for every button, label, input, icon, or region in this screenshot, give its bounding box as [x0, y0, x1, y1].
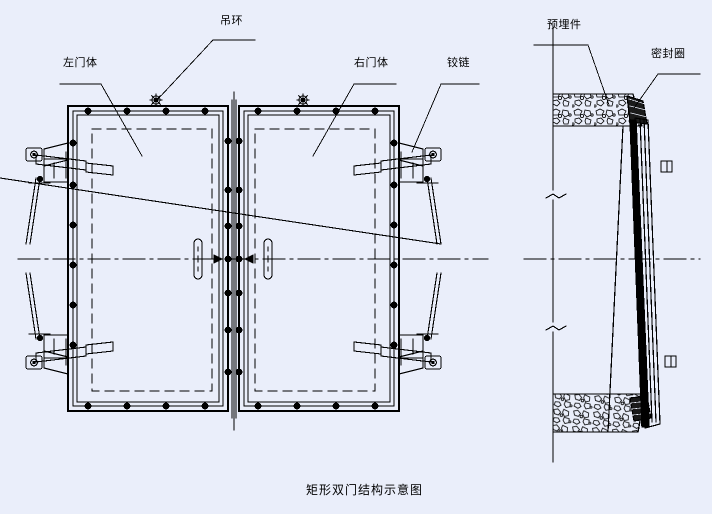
right-leaf-inner-frame [243, 110, 395, 407]
hinge-assembly-bottom-left [25, 272, 114, 375]
hinge-assembly-top-left [25, 142, 114, 245]
section-door-frame-lip [629, 119, 650, 428]
label-lifting-ring: 吊环 [220, 14, 243, 27]
sealing-ring-upper [626, 95, 648, 125]
leader-embedded-part [533, 44, 610, 106]
leader-lifting-ring [157, 39, 256, 100]
hinge-assembly-bottom-right [353, 272, 442, 375]
drawing-title: 矩形双门结构示意图 [306, 483, 424, 497]
section-door-panel [607, 117, 661, 433]
section-break-mark-lower [545, 325, 567, 331]
bolt-column-right-edge [390, 139, 398, 349]
bolt-row-top-right [254, 107, 379, 115]
bolt-column-centre-stile [224, 137, 243, 376]
left-leaf-panel-dashed [91, 128, 213, 392]
handle-left [193, 238, 203, 280]
label-hinge: 铰链 [447, 56, 470, 69]
handle-centre-arrows [213, 254, 254, 264]
leader-left-door-body [59, 83, 143, 157]
hinge-assembly-top-right [0, 142, 442, 245]
leader-right-door-body [312, 83, 397, 157]
label-embedded-part: 预埋件 [547, 18, 582, 31]
leader-sealing-ring [633, 73, 701, 109]
section-door-bracket [660, 160, 673, 173]
section-door-bracket-lower [664, 355, 677, 368]
lifting-ring-icon-left [149, 93, 163, 107]
handle-right [263, 238, 273, 280]
label-right-door-body: 右门体 [354, 56, 389, 69]
right-leaf-panel-dashed [254, 128, 376, 392]
embedded-part-lower [552, 393, 646, 433]
label-sealing-ring: 密封圈 [651, 47, 686, 60]
lifting-ring-icon-right [296, 93, 310, 107]
label-left-door-body: 左门体 [63, 56, 98, 69]
embedded-part-upper [552, 93, 643, 127]
leader-hinge [411, 83, 480, 153]
bolt-row-bottom-right [254, 402, 379, 410]
bolt-row-top-left [84, 107, 209, 115]
section-break-mark-upper [545, 193, 567, 199]
left-leaf-inner-frame [72, 110, 224, 407]
bolt-row-bottom-left [84, 402, 209, 410]
bolt-column-left-edge [69, 139, 77, 349]
